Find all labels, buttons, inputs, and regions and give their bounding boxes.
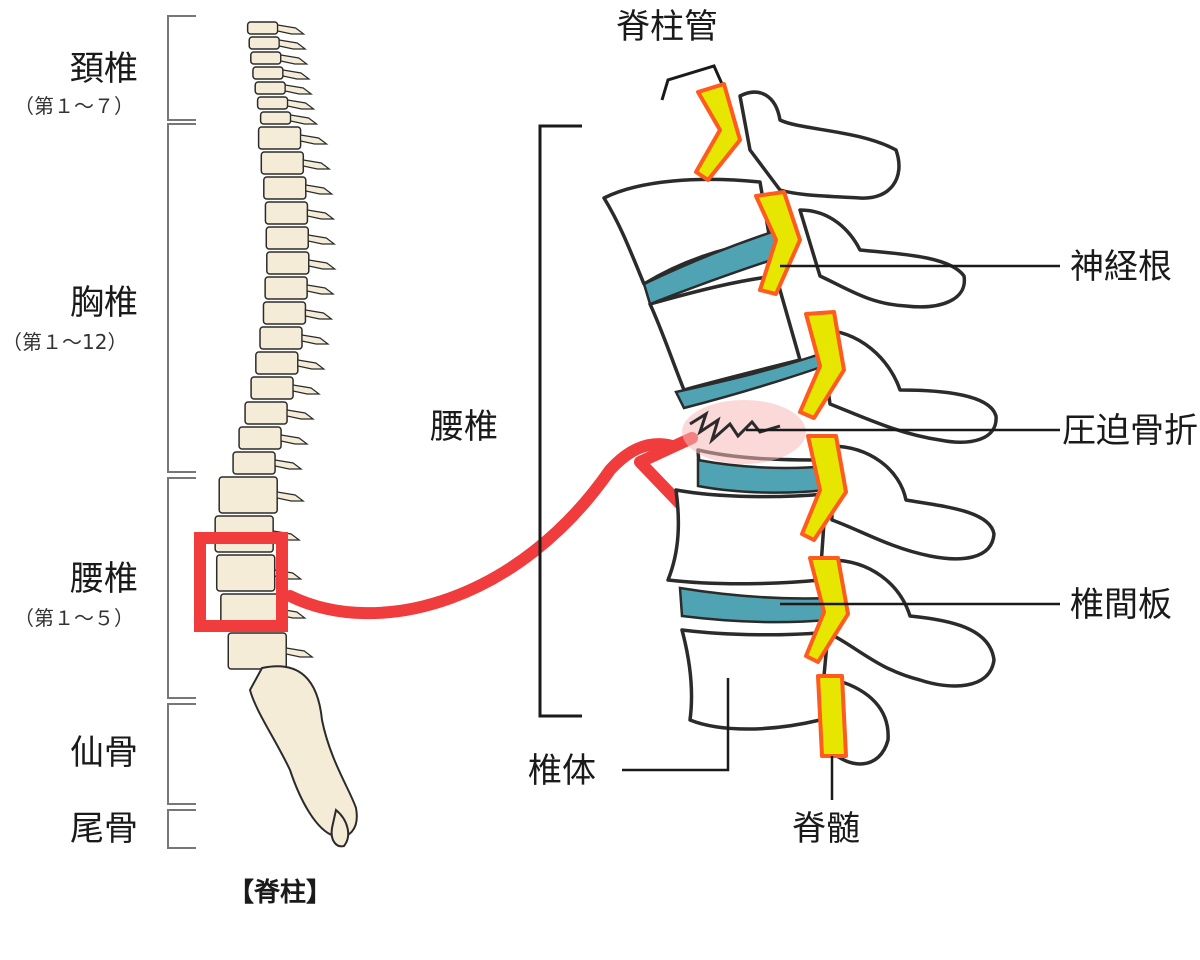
- label-thoracic: 胸椎: [70, 283, 138, 323]
- nerve-root-4: [800, 434, 848, 542]
- lumbar-highlight-box: [194, 532, 288, 632]
- vertebra-process: [297, 359, 326, 370]
- sacrum: [248, 665, 358, 838]
- vertebra-process: [282, 69, 311, 80]
- label-thoracic-range: （第１～12）: [2, 330, 128, 354]
- vertebra-process: [277, 24, 306, 35]
- nerve-root-5: [804, 556, 850, 664]
- process-5: [828, 558, 996, 688]
- region-brackets: [167, 15, 196, 849]
- vertebra-process: [278, 39, 308, 50]
- vertebra-process: [306, 209, 336, 220]
- process-4: [828, 444, 996, 561]
- highlight-arrow-head: [634, 432, 698, 516]
- label-vertebral-body: 椎体: [528, 751, 596, 791]
- label-lumbar: 腰椎: [70, 559, 138, 599]
- bracket-lumbar: [167, 477, 196, 699]
- bracket-cervical: [167, 15, 196, 121]
- nerve-root-1: [694, 82, 742, 182]
- label-spinal-cord: 脊髄: [792, 809, 860, 849]
- coccyx: [330, 808, 350, 848]
- vertebra-process: [284, 84, 313, 95]
- process-3: [818, 328, 998, 444]
- vertebra-process: [304, 309, 334, 320]
- vertebra-process: [302, 159, 332, 170]
- label-spinal-canal: 脊柱管: [616, 7, 718, 47]
- vertebra-process: [306, 284, 335, 295]
- label-cervical: 頚椎: [70, 49, 138, 89]
- vertebra-process: [307, 234, 337, 245]
- label-coccyx: 尾骨: [70, 809, 138, 849]
- label-sacrum: 仙骨: [70, 733, 138, 773]
- vertebra-process: [305, 184, 334, 195]
- vertebral-body-4: [666, 488, 828, 586]
- bracket-sacrum: [167, 703, 196, 805]
- vertebral-body-5: [680, 628, 830, 731]
- vertebra-process: [285, 647, 315, 658]
- spinal-cord: [816, 674, 848, 758]
- label-lumbar-range: （第１～５）: [14, 606, 134, 630]
- bracket-lumbar-detail: [538, 124, 582, 718]
- vertebra-process: [287, 99, 316, 110]
- nerve-root-2: [754, 190, 802, 296]
- label-intervertebral-disc: 椎間板: [1070, 585, 1172, 625]
- label-compression-fracture: 圧迫骨折: [1062, 411, 1198, 451]
- bracket-thoracic: [167, 123, 196, 473]
- caption: 【脊柱】: [228, 878, 333, 908]
- label-nerve-root: 神経根: [1070, 247, 1172, 287]
- vertebra-process: [276, 491, 305, 502]
- vertebra-process: [301, 334, 330, 345]
- label-lumbar-detail: 腰椎: [430, 407, 498, 447]
- nerve-root-3: [798, 310, 846, 420]
- vertebra-process: [300, 134, 329, 145]
- process-1: [738, 90, 901, 200]
- bracket-spinal-canal: [660, 64, 724, 101]
- label-cervical-range: （第１～７）: [14, 94, 134, 118]
- vertebra-process: [286, 409, 315, 420]
- process-2: [798, 208, 967, 309]
- bracket-coccyx: [167, 809, 196, 849]
- vertebra-process: [292, 384, 321, 395]
- vertebra-process: [280, 54, 309, 65]
- vertebra-process: [290, 114, 319, 125]
- vertebra-process: [308, 259, 337, 270]
- vertebra-process: [280, 434, 309, 445]
- leader-vertebral-body: [622, 678, 730, 772]
- vertebra-process: [274, 459, 303, 470]
- fracture-crack: [689, 410, 781, 445]
- vertebral-body-2: [648, 274, 802, 392]
